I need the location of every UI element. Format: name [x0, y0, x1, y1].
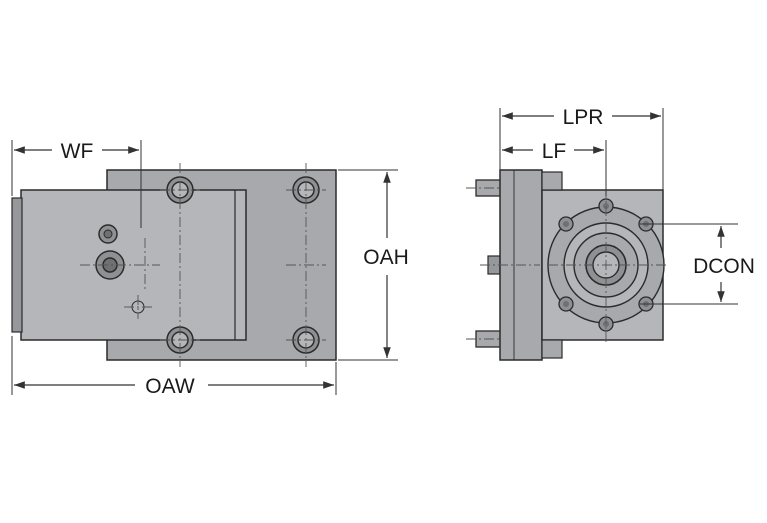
lpr-label: LPR [563, 106, 604, 129]
dcon-label: DCON [693, 255, 755, 278]
dcon-dimension: DCON [640, 223, 755, 305]
wf-label: WF [61, 140, 94, 163]
lpr-dimension: LPR [499, 106, 664, 190]
oaw-label: OAW [145, 375, 195, 398]
screw-icon [95, 224, 145, 314]
lf-dimension: LF [501, 140, 607, 196]
lf-label: LF [542, 140, 567, 163]
oaw-dimension: OAW [11, 336, 337, 398]
oah-label: OAH [363, 246, 409, 269]
end-view: LPR LF DCON [466, 106, 755, 361]
oah-dimension: OAH [338, 169, 409, 361]
wf-dimension: WF [11, 140, 142, 228]
side-view: WF OAH OAW [11, 140, 409, 398]
